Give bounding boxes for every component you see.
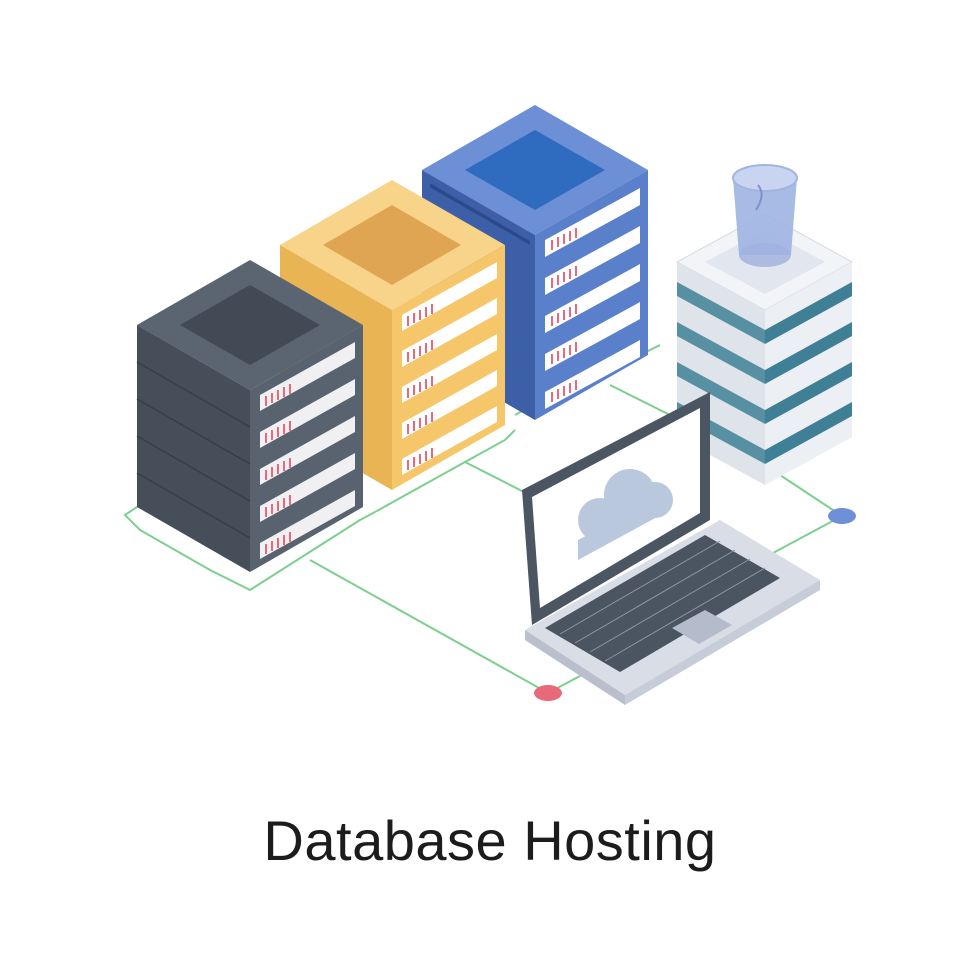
cloud-icon — [578, 469, 673, 560]
caption-title: Database Hosting — [263, 809, 717, 872]
network-node-icon — [534, 685, 562, 701]
network-node-icon — [828, 508, 856, 524]
laptop — [522, 392, 820, 705]
server-rack-dark — [136, 260, 363, 572]
